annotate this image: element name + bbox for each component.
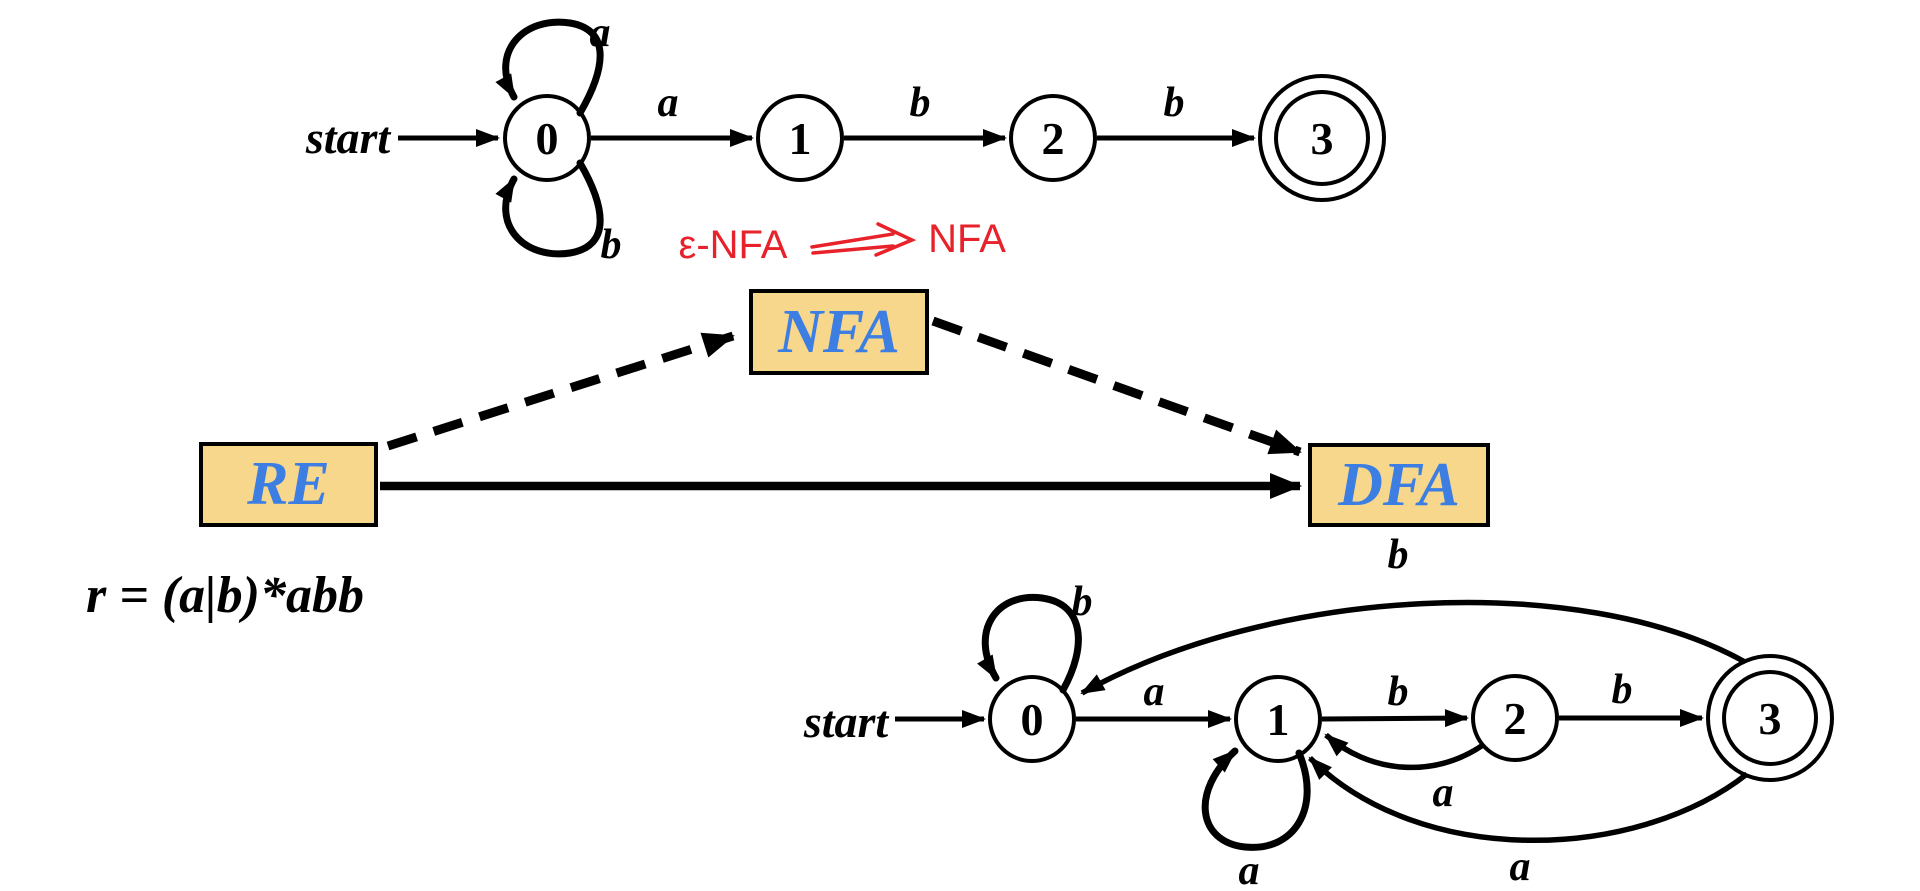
nfa-state-1 [756, 94, 844, 182]
dfa-edge-0-1-label: a [1144, 669, 1165, 715]
dfa-state-0 [988, 675, 1076, 763]
flow-node-nfa-label: NFA [778, 297, 900, 366]
flow-edge-re-nfa [386, 331, 735, 451]
dfa-selfloop-b-label: b [1072, 579, 1093, 625]
dfa-state-1-label: 1 [1267, 694, 1290, 745]
flow-node-nfa: NFA [749, 289, 929, 375]
red-nfa-label: NFA [928, 217, 1006, 261]
dfa-edge-2-1 [1324, 732, 1485, 771]
nfa-state-2-label: 2 [1042, 113, 1065, 164]
flow-node-re: RE [199, 442, 378, 527]
dfa-selfloop-a [1201, 747, 1311, 851]
dfa-state-0-label: 0 [1021, 694, 1044, 745]
dfa-state-3-label: 3 [1759, 693, 1782, 744]
nfa-state-2 [1009, 94, 1097, 182]
nfa-edge-2-3-label: b [1164, 80, 1185, 126]
regex-text: r = (a|b)*abb [86, 567, 364, 624]
dfa-state-2-label: 2 [1504, 693, 1527, 744]
nfa-edge-1-2-label: b [910, 80, 931, 126]
nfa-state-0-label: 0 [536, 113, 559, 164]
dfa-diagram: start 0 1 2 3 b a b b [803, 532, 1834, 891]
dfa-edge-3-0-label: b [1388, 532, 1409, 578]
regex-expression: r = (a|b)*abb [86, 566, 364, 625]
dfa-edge-3-1 [1308, 756, 1749, 844]
nfa-edge-0-1-label: a [658, 80, 679, 126]
dfa-state-1 [1234, 675, 1322, 763]
nfa-selfloop-b-label: b [601, 222, 622, 268]
nfa-state-1-label: 1 [789, 113, 812, 164]
nfa-selfloop-a-label: a [590, 10, 611, 56]
red-epsilon-nfa-label: ε-NFA [679, 223, 788, 267]
dfa-state-3-inner [1722, 670, 1818, 766]
flow-node-dfa-label: DFA [1338, 450, 1460, 519]
nfa-start-label: start [305, 112, 392, 163]
dfa-start-label: start [803, 696, 890, 747]
nfa-state-3-label: 3 [1311, 113, 1334, 164]
dfa-edge-3-0 [1080, 599, 1747, 696]
flow-node-dfa: DFA [1308, 443, 1490, 527]
nfa-state-0 [503, 94, 591, 182]
nfa-selfloop-a [495, 18, 604, 117]
dfa-selfloop-a-label: a [1239, 848, 1260, 891]
dfa-selfloop-b [977, 593, 1082, 694]
nfa-state-3-inner [1274, 90, 1370, 186]
dfa-state-2 [1471, 674, 1559, 762]
red-implies-arrow [810, 222, 917, 257]
nfa-selfloop-b [495, 159, 604, 258]
dfa-edge-1-2-label: b [1388, 669, 1409, 715]
dfa-edge-2-3-label: b [1612, 667, 1633, 713]
flow-edge-nfa-dfa [931, 316, 1302, 457]
dfa-edge-3-1-label: a [1510, 844, 1531, 890]
dfa-edge-1-2 [1321, 709, 1469, 728]
nfa-diagram: start 0 1 2 3 a b a b [305, 10, 1386, 268]
red-annotation: ε-NFA NFA [679, 217, 1007, 267]
dfa-edge-2-1-label: a [1433, 770, 1454, 816]
flow-node-re-label: RE [247, 450, 330, 518]
flow-arrows [380, 316, 1302, 499]
